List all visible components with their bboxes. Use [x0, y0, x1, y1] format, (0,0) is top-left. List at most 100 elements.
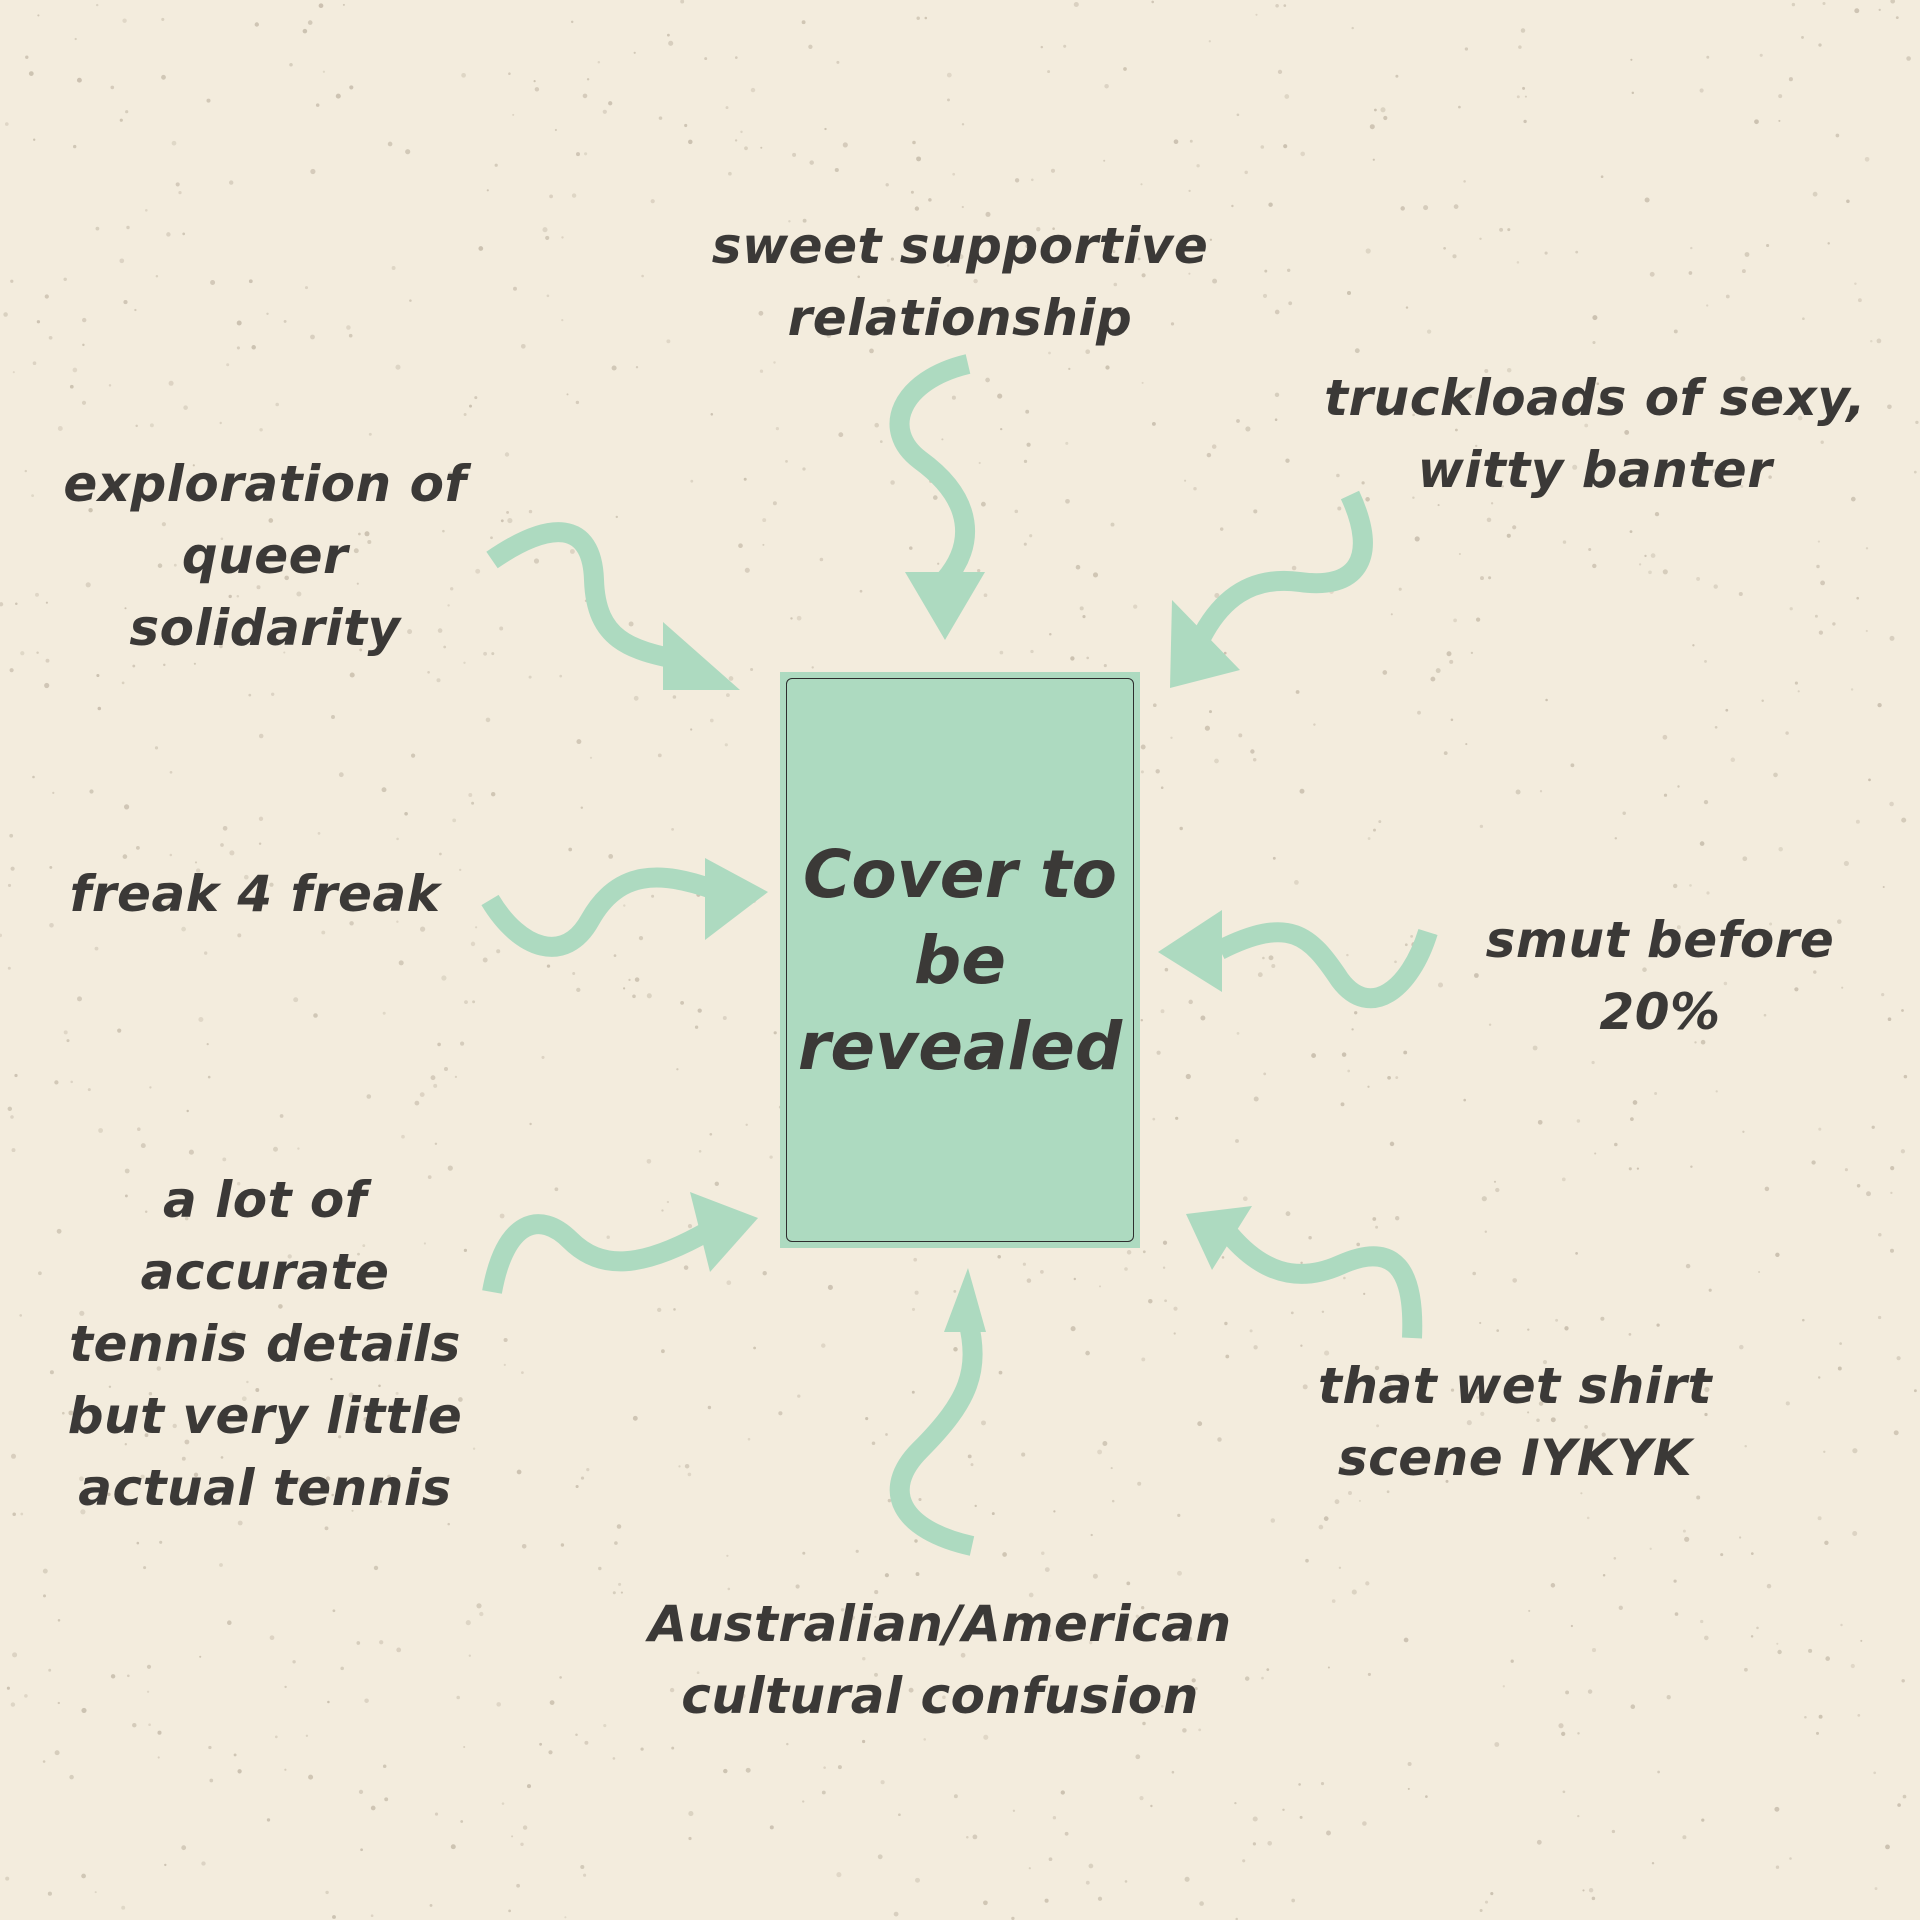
speckle-dot: [666, 339, 671, 344]
speckle-dot: [1893, 1430, 1899, 1436]
speckle-dot: [1426, 329, 1432, 334]
speckle-dot: [1816, 564, 1820, 569]
speckle-dot: [1141, 273, 1146, 278]
speckle-dot: [1206, 452, 1212, 458]
speckle-dot: [1688, 271, 1693, 275]
speckle-dot: [1367, 1085, 1370, 1088]
speckle-dot: [632, 1415, 638, 1421]
speckle-dot: [747, 1437, 751, 1441]
speckle-dot: [871, 1441, 876, 1445]
speckle-dot: [1544, 251, 1548, 255]
speckle-dot: [474, 926, 478, 929]
speckle-dot: [460, 1041, 465, 1046]
speckle-dot: [620, 1591, 623, 1594]
speckle-dot: [1591, 1648, 1597, 1653]
speckle-dot: [618, 1582, 622, 1586]
speckle-dot: [1516, 95, 1520, 99]
speckle-dot: [1804, 1716, 1807, 1719]
speckle-dot: [1141, 1606, 1145, 1610]
speckle-dot: [528, 509, 533, 514]
speckle-dot: [9, 668, 14, 673]
speckle-dot: [1490, 502, 1494, 505]
speckle-dot: [474, 396, 478, 400]
speckle-dot: [1242, 1196, 1248, 1202]
speckle-dot: [284, 1768, 287, 1771]
speckle-dot: [1855, 819, 1860, 824]
speckle-dot: [1188, 189, 1191, 193]
speckle-dot: [269, 882, 274, 887]
speckle-dot: [728, 171, 732, 176]
speckle-dot: [1774, 1806, 1780, 1812]
speckle-dot: [119, 258, 125, 264]
speckle-dot: [181, 1845, 187, 1851]
speckle-dot: [874, 422, 879, 428]
speckle-dot: [1270, 1518, 1276, 1523]
speckle-dot: [632, 994, 636, 999]
speckle-dot: [81, 1873, 86, 1879]
speckle-dot: [775, 426, 780, 431]
speckle-dot: [1699, 88, 1704, 93]
speckle-dot: [1300, 1261, 1303, 1265]
speckle-dot: [1044, 1898, 1049, 1903]
speckle-dot: [1140, 770, 1144, 774]
speckle-dot: [76, 77, 82, 83]
speckle-dot: [1649, 1547, 1652, 1550]
speckle-dot: [1536, 1839, 1542, 1845]
speckle-dot: [121, 681, 125, 685]
speckle-dot: [1516, 261, 1520, 264]
speckle-dot: [1591, 1896, 1596, 1901]
speckle-dot: [1199, 1901, 1204, 1906]
speckle-dot: [338, 772, 344, 778]
speckle-dot: [1194, 1686, 1198, 1691]
speckle-dot: [227, 1620, 232, 1625]
speckle-dot: [953, 1289, 957, 1293]
speckle-dot: [513, 286, 517, 291]
speckle-dot: [396, 1647, 402, 1653]
speckle-dot: [163, 663, 166, 667]
speckle-dot: [1474, 973, 1479, 978]
speckle-dot: [1414, 536, 1420, 542]
speckle-dot: [566, 393, 569, 396]
speckle-dot: [821, 1343, 826, 1348]
speckle-dot: [464, 1000, 468, 1005]
speckle-dot: [615, 515, 618, 519]
speckle-dot: [82, 317, 87, 323]
speckle-dot: [1060, 1790, 1065, 1795]
speckle-dot: [1689, 884, 1692, 887]
speckle-dot: [548, 1750, 553, 1755]
speckle-dot: [79, 1476, 84, 1482]
speckle-dot: [1098, 1285, 1102, 1288]
speckle-dot: [208, 1745, 212, 1750]
speckle-dot: [1105, 365, 1110, 370]
speckle-dot: [1614, 837, 1618, 840]
speckle-dot: [759, 1676, 764, 1681]
speckle-dot: [826, 333, 832, 339]
speckle-dot: [132, 664, 136, 668]
speckle-dot: [1272, 856, 1276, 860]
speckle-dot: [1000, 427, 1003, 431]
speckle-dot: [367, 539, 372, 545]
speckle-dot: [1313, 723, 1316, 726]
speckle-dot: [650, 199, 655, 204]
speckle-dot: [1023, 459, 1028, 464]
speckle-dot: [1614, 1142, 1618, 1147]
speckle-dot: [1268, 202, 1273, 207]
speckle-dot: [1112, 249, 1116, 254]
speckle-dot: [1562, 1790, 1566, 1794]
speckle-dot: [396, 837, 399, 841]
speckle-dot: [512, 113, 515, 116]
speckle-dot: [687, 1224, 693, 1229]
speckle-dot: [456, 1695, 460, 1700]
speckle-dot: [1776, 1642, 1779, 1645]
speckle-dot: [1139, 1796, 1144, 1801]
arrow-top-right: [1170, 490, 1373, 688]
speckle-dot: [1648, 570, 1652, 575]
speckle-dot: [576, 987, 581, 993]
speckle-dot: [633, 695, 639, 701]
speckle-dot: [69, 384, 74, 389]
speckle-dot: [1073, 1, 1079, 8]
speckle-dot: [1173, 1332, 1176, 1335]
speckle-dot: [661, 1209, 664, 1212]
book-cover-border: [786, 678, 1134, 1242]
speckle-dot: [394, 1359, 397, 1362]
